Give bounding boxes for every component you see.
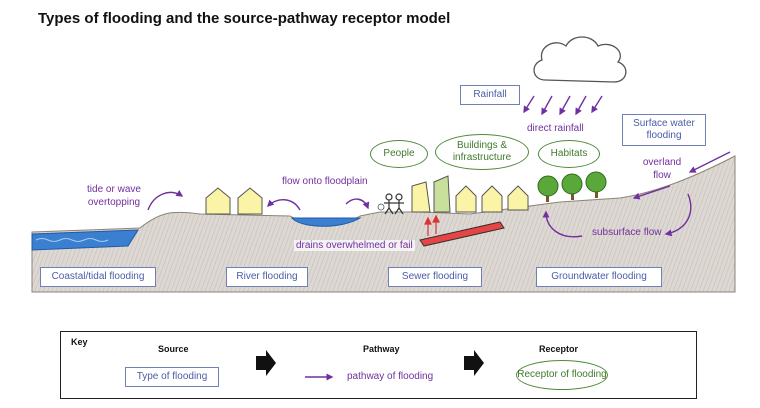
pathway-subsurface: subsurface flow [592, 227, 662, 238]
pathway-overland-flow: overland flow [642, 157, 682, 181]
ground-cross-section [31, 155, 736, 293]
trees-icon [537, 171, 607, 202]
source-groundwater: Groundwater flooding [536, 267, 662, 287]
cloud-icon [533, 36, 627, 83]
key-arrow-icon [256, 350, 484, 376]
key-receptor-example: Receptor of flooding [516, 360, 608, 390]
river-water [290, 217, 362, 227]
pathway-arrows [147, 95, 731, 238]
key-receptor-heading: Receptor [539, 344, 579, 354]
house-icon [205, 187, 263, 215]
pathway-drains: drains overwhelmed or fail [294, 240, 415, 251]
receptor-buildings: Buildings & infrastructure [435, 134, 529, 170]
pathway-floodplain: flow onto floodplain [282, 176, 368, 187]
source-river: River flooding [226, 267, 308, 287]
source-sewer: Sewer flooding [388, 267, 482, 287]
buildings-icon [411, 175, 529, 213]
key-pathway-example: pathway of flooding [347, 371, 434, 382]
key-source-heading: Source [158, 344, 189, 354]
key-panel: Key Source Pathway Receptor Type of floo… [60, 331, 697, 399]
receptor-habitats: Habitats [538, 140, 600, 168]
key-pathway-heading: Pathway [363, 344, 400, 354]
pathway-direct-rainfall: direct rainfall [527, 123, 584, 134]
source-surface-water: Surface water flooding [622, 114, 706, 146]
sewer-pipe [419, 221, 505, 247]
sewer-overflow-arrows [424, 214, 440, 236]
diagram-title: Types of flooding and the source-pathway… [38, 10, 451, 27]
source-coastal: Coastal/tidal flooding [40, 267, 156, 287]
people-icon [384, 193, 404, 215]
key-title: Key [71, 337, 88, 347]
key-source-example: Type of flooding [125, 367, 219, 387]
source-rainfall: Rainfall [460, 85, 520, 105]
pathway-tide-wave: tide or wave overtopping [87, 184, 141, 208]
receptor-people: People [370, 140, 428, 168]
